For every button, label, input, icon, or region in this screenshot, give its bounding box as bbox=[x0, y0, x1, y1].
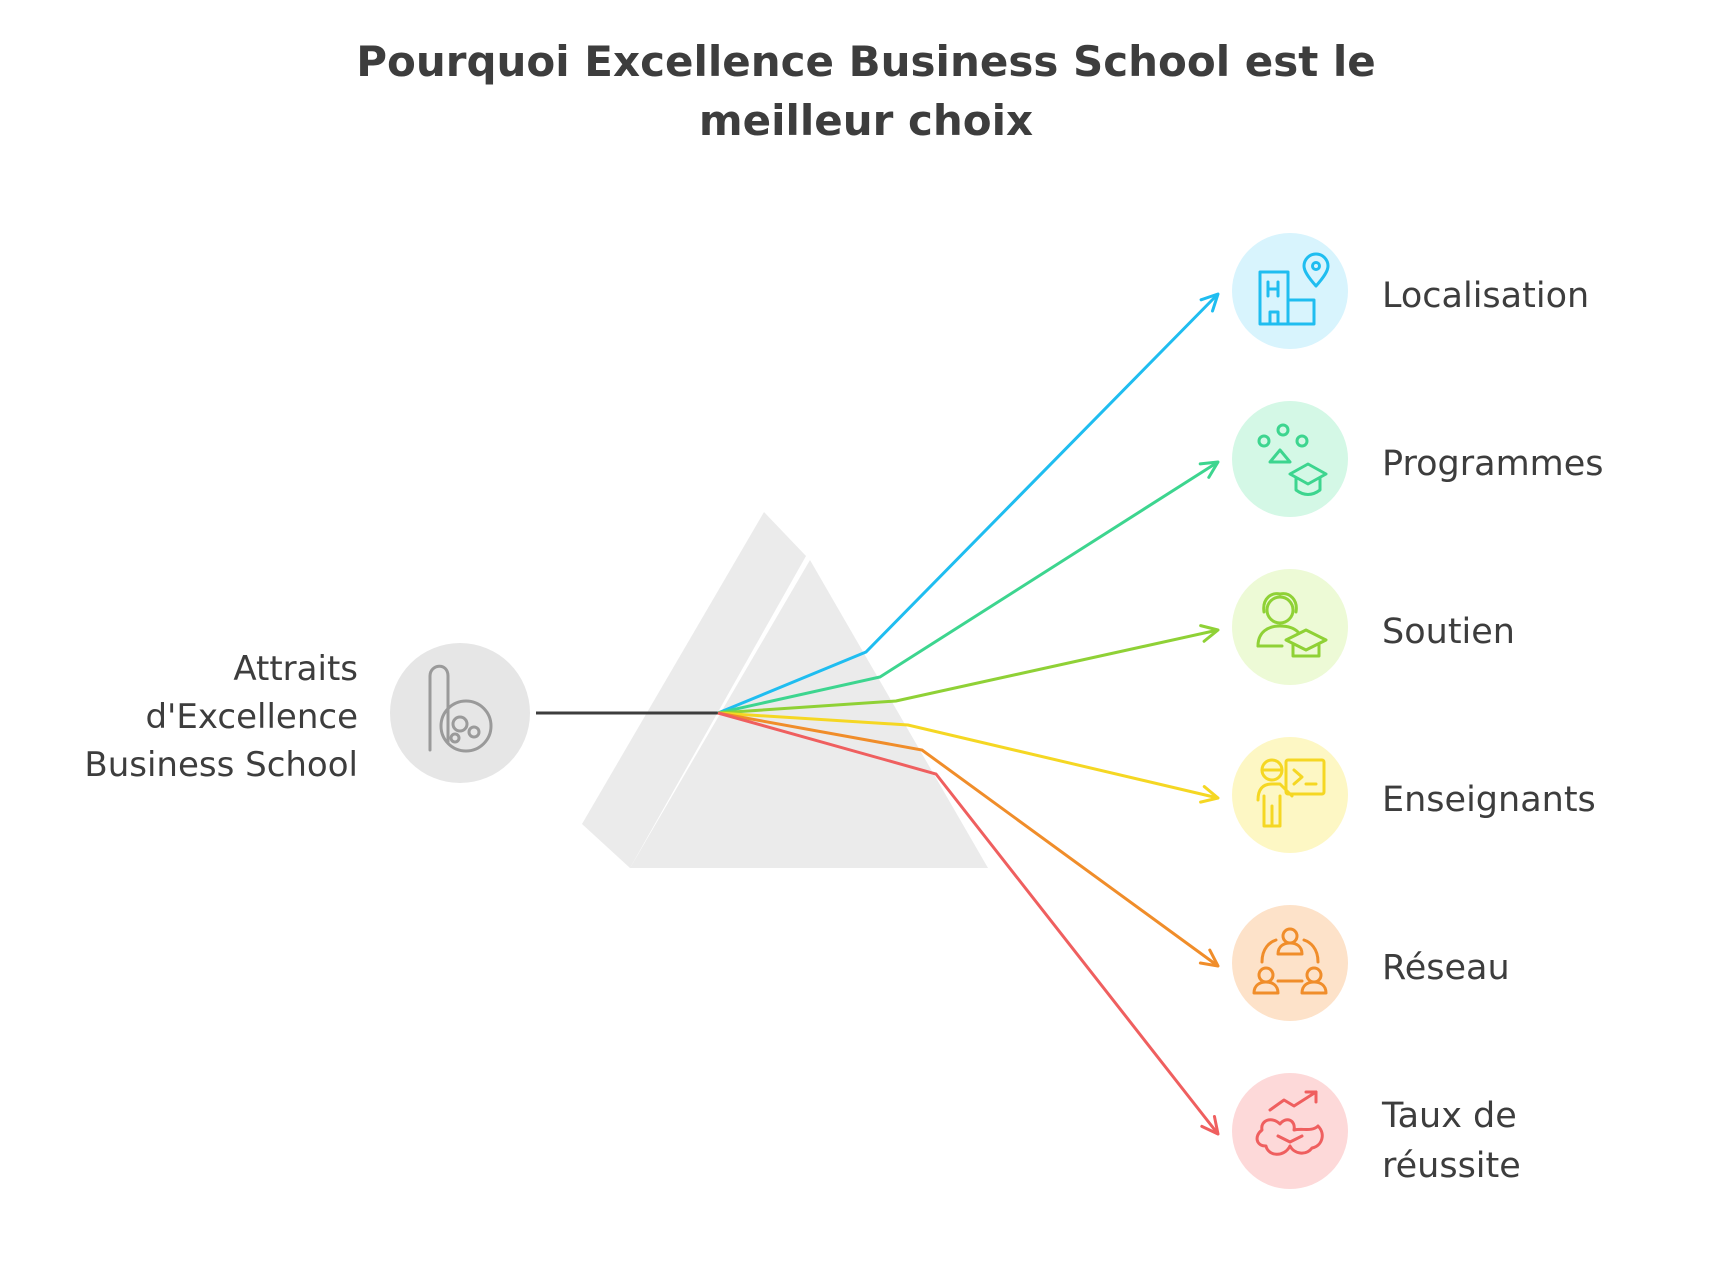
school-logo-icon bbox=[428, 664, 493, 753]
title-line-2: meilleur choix bbox=[699, 96, 1033, 145]
label-reseau-line-1: Réseau bbox=[1382, 948, 1510, 988]
branch-programmes[interactable]: Programmes bbox=[1232, 401, 1604, 517]
prism-front-face bbox=[630, 560, 988, 868]
title-line-1: Pourquoi Excellence Business School est … bbox=[356, 37, 1376, 86]
success-rate-icon bbox=[1255, 1090, 1324, 1156]
branch-taux-de-reussite[interactable]: Taux de réussite bbox=[1232, 1073, 1521, 1189]
ray-enseignants bbox=[717, 711, 1220, 804]
source-label-line-3: Business School bbox=[84, 745, 358, 785]
source-node[interactable]: Attraits d'Excellence Business School bbox=[84, 643, 530, 785]
branch-circle bbox=[1232, 905, 1348, 1021]
building-location-icon bbox=[1258, 252, 1330, 326]
source-circle bbox=[390, 643, 530, 783]
branch-reseau[interactable]: Réseau bbox=[1232, 905, 1510, 1021]
branch-rays bbox=[717, 292, 1220, 1136]
ray-soutien bbox=[717, 624, 1220, 715]
label-taux-de-reussite-line-1: Taux de bbox=[1381, 1096, 1517, 1136]
prism bbox=[582, 512, 988, 868]
label-programmes-line-1: Programmes bbox=[1382, 444, 1604, 484]
network-people-icon bbox=[1252, 927, 1328, 995]
label-enseignants-line-1: Enseignants bbox=[1382, 780, 1596, 820]
branch-circle bbox=[1232, 233, 1348, 349]
branch-localisation[interactable]: Localisation bbox=[1232, 233, 1589, 349]
source-label-line-1: Attraits bbox=[233, 649, 358, 689]
branch-enseignants[interactable]: Enseignants bbox=[1232, 737, 1596, 853]
label-soutien-line-1: Soutien bbox=[1382, 612, 1515, 652]
graduation-program-icon bbox=[1257, 423, 1328, 496]
label-taux-de-reussite-line-2: réussite bbox=[1382, 1146, 1521, 1186]
teacher-board-icon bbox=[1256, 758, 1326, 828]
branch-circle bbox=[1232, 1073, 1348, 1189]
student-support-icon bbox=[1256, 592, 1328, 658]
ray-reseau bbox=[717, 711, 1220, 968]
ray-localisation bbox=[717, 292, 1220, 715]
branch-soutien[interactable]: Soutien bbox=[1232, 569, 1515, 685]
branch-circle bbox=[1232, 401, 1348, 517]
source-label-line-2: d'Excellence bbox=[145, 697, 358, 737]
label-localisation-line-1: Localisation bbox=[1382, 276, 1589, 316]
ray-programmes bbox=[717, 460, 1220, 715]
ray-taux-de-reussite bbox=[717, 711, 1220, 1136]
prism-back-face bbox=[582, 512, 806, 868]
page-title: Pourquoi Excellence Business School est … bbox=[356, 37, 1376, 145]
